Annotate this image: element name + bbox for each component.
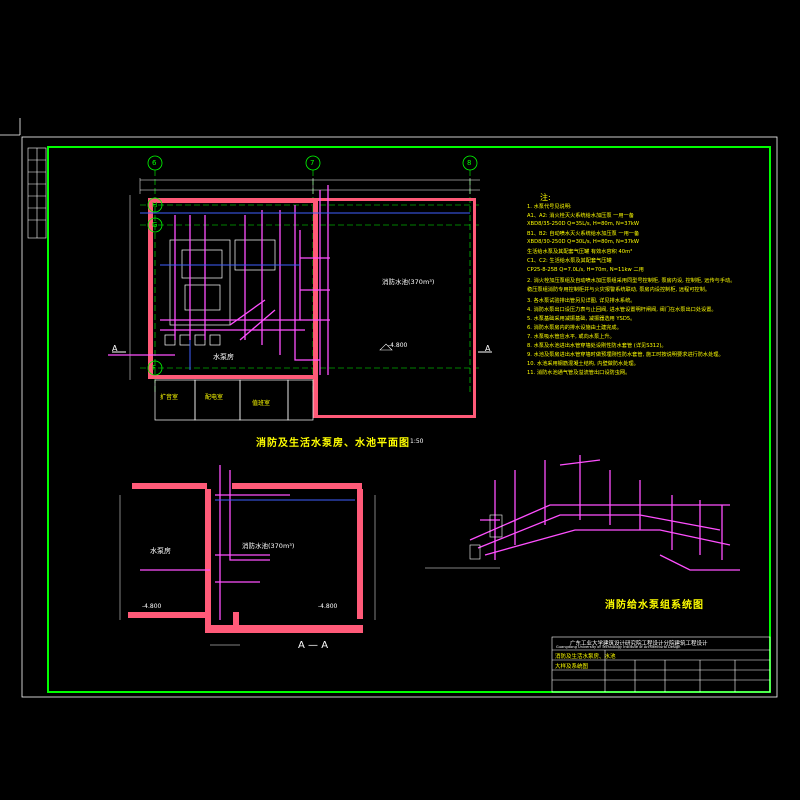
- title-block-drawing-name-2: 大样及系统图: [555, 664, 589, 670]
- note-line: 9. 水池及泵房进出水管穿墙时做预埋刚性防水套管, 施工时按说明要求进行防水处理…: [527, 352, 724, 358]
- note-line: C1、C2: 生活给水泵及其配套气压罐: [527, 258, 612, 264]
- section-elevation-1: -4.800: [142, 603, 162, 610]
- plan-blue-lines: [140, 212, 470, 370]
- note-line: 1. 水泵代号见说明:: [527, 204, 572, 210]
- note-line: CP25-8-25B Q=7.0L/s, H=70m, N=11kw 二用: [527, 267, 644, 273]
- notes-heading: 注:: [540, 193, 551, 202]
- axis-label-h: H: [152, 201, 158, 209]
- binding-strip: [27, 147, 47, 239]
- title-block-institute: 广东工业大学建筑设计研究院工程设计分院建筑工程设计: [570, 641, 708, 647]
- title-block-drawing-name-1: 消防及生活水泵房、水池: [555, 654, 616, 660]
- axis-label-8: 8: [467, 159, 472, 167]
- plan-pipes: [108, 185, 330, 375]
- sub-room-1-label: 扩音室: [160, 394, 179, 401]
- sub-room-2-label: 配电室: [205, 394, 224, 401]
- axis-label-f: F: [152, 364, 157, 372]
- section-view: [119, 465, 376, 646]
- pump-equipment: [164, 239, 276, 346]
- note-line: XBD8/30-250D Q=30L/s, H=80m, N=37kW: [527, 239, 640, 245]
- plan-title: 消防及生活水泵房、水池平面图: [256, 438, 410, 449]
- axis-bubbles: [147, 155, 478, 376]
- inner-border: [47, 146, 771, 693]
- note-line: 生活给水泵及其配套气压罐 有效水容积 40m³: [527, 249, 633, 255]
- plan-walls: [148, 198, 476, 418]
- note-line: 7. 水泵吸水管应水平, 或向水泵上升。: [527, 334, 615, 340]
- axis-label-6: 6: [152, 159, 157, 167]
- note-line: 3. 各水泵试验排出管另见详图, 详见排水系统。: [527, 298, 636, 304]
- note-line: 4. 消防水泵出口设压力表与止回阀, 进水管设置明杆闸阀, 阀门在水泵出口处设置…: [527, 307, 717, 313]
- title-block-institute-en: Guangdong University of Technology Insti…: [556, 645, 681, 649]
- note-line: 2. 消火栓加压泵组及自动喷水加压泵组采用同型号控制柜, 泵房内设, 控制柜, …: [527, 278, 736, 284]
- section-mark-right: A: [485, 344, 491, 353]
- note-line: 6. 消防水泵房内的排水设施由土建完成。: [527, 325, 622, 331]
- pool-label: 消防水池(370m³): [382, 278, 435, 286]
- section-mark-left: A: [112, 344, 118, 353]
- sub-rooms: [154, 379, 314, 421]
- system-equipment: [425, 514, 503, 569]
- section-pipes: [140, 465, 290, 620]
- note-line: 5. 水泵基础采用减振基础, 减振器选用 YSD5。: [527, 316, 636, 322]
- section-elevation-2: -4.800: [318, 603, 338, 610]
- pump-room-label: 水泵房: [213, 353, 234, 361]
- note-line: 稳压泵组消防专用控制柜并与火灾报警系统联动, 泵房内设控制柜, 远程可控制。: [527, 287, 710, 293]
- system-pipes: [469, 455, 740, 571]
- system-view: [425, 455, 740, 571]
- section-pool-label: 消防水池(370m³): [242, 542, 295, 550]
- axis-label-g: G: [152, 221, 158, 229]
- section-walls: [128, 483, 363, 633]
- outer-border: [21, 136, 778, 698]
- note-line: A1、A2: 消火栓灭火系统给水加压泵 一用一备: [527, 213, 634, 219]
- plan-scale: 1:50: [410, 438, 424, 445]
- section-pump-room-label: 水泵房: [150, 547, 171, 555]
- note-line: 8. 水泵及水池进出水管穿墙处设刚性防水套管 (详见S312)。: [527, 343, 667, 349]
- plan-elevation: -4.800: [388, 342, 408, 349]
- corner-mark: [0, 118, 21, 136]
- section-dims: [119, 495, 376, 646]
- sub-room-3-label: 值班室: [252, 400, 271, 407]
- elevation-mark: [379, 343, 393, 351]
- note-line: B1、B2: 自动喷水灭火系统给水加压泵 一用一备: [527, 231, 640, 237]
- title-block-lines: [551, 636, 771, 693]
- system-title: 消防给水泵组系统图: [605, 600, 704, 611]
- plan-dimensions: [129, 178, 480, 380]
- note-line: 11. 消防水池通气管及溢流管出口设防虫网。: [527, 370, 631, 376]
- note-line: 10. 水池采用钢筋混凝土结构, 内壁做防水处理。: [527, 361, 639, 367]
- note-line: XBD8/35-250D Q=35L/s, H=80m, N=37kW: [527, 221, 640, 227]
- axis-label-7: 7: [310, 159, 315, 167]
- section-title: A — A: [298, 640, 329, 651]
- plan-view: [108, 155, 492, 421]
